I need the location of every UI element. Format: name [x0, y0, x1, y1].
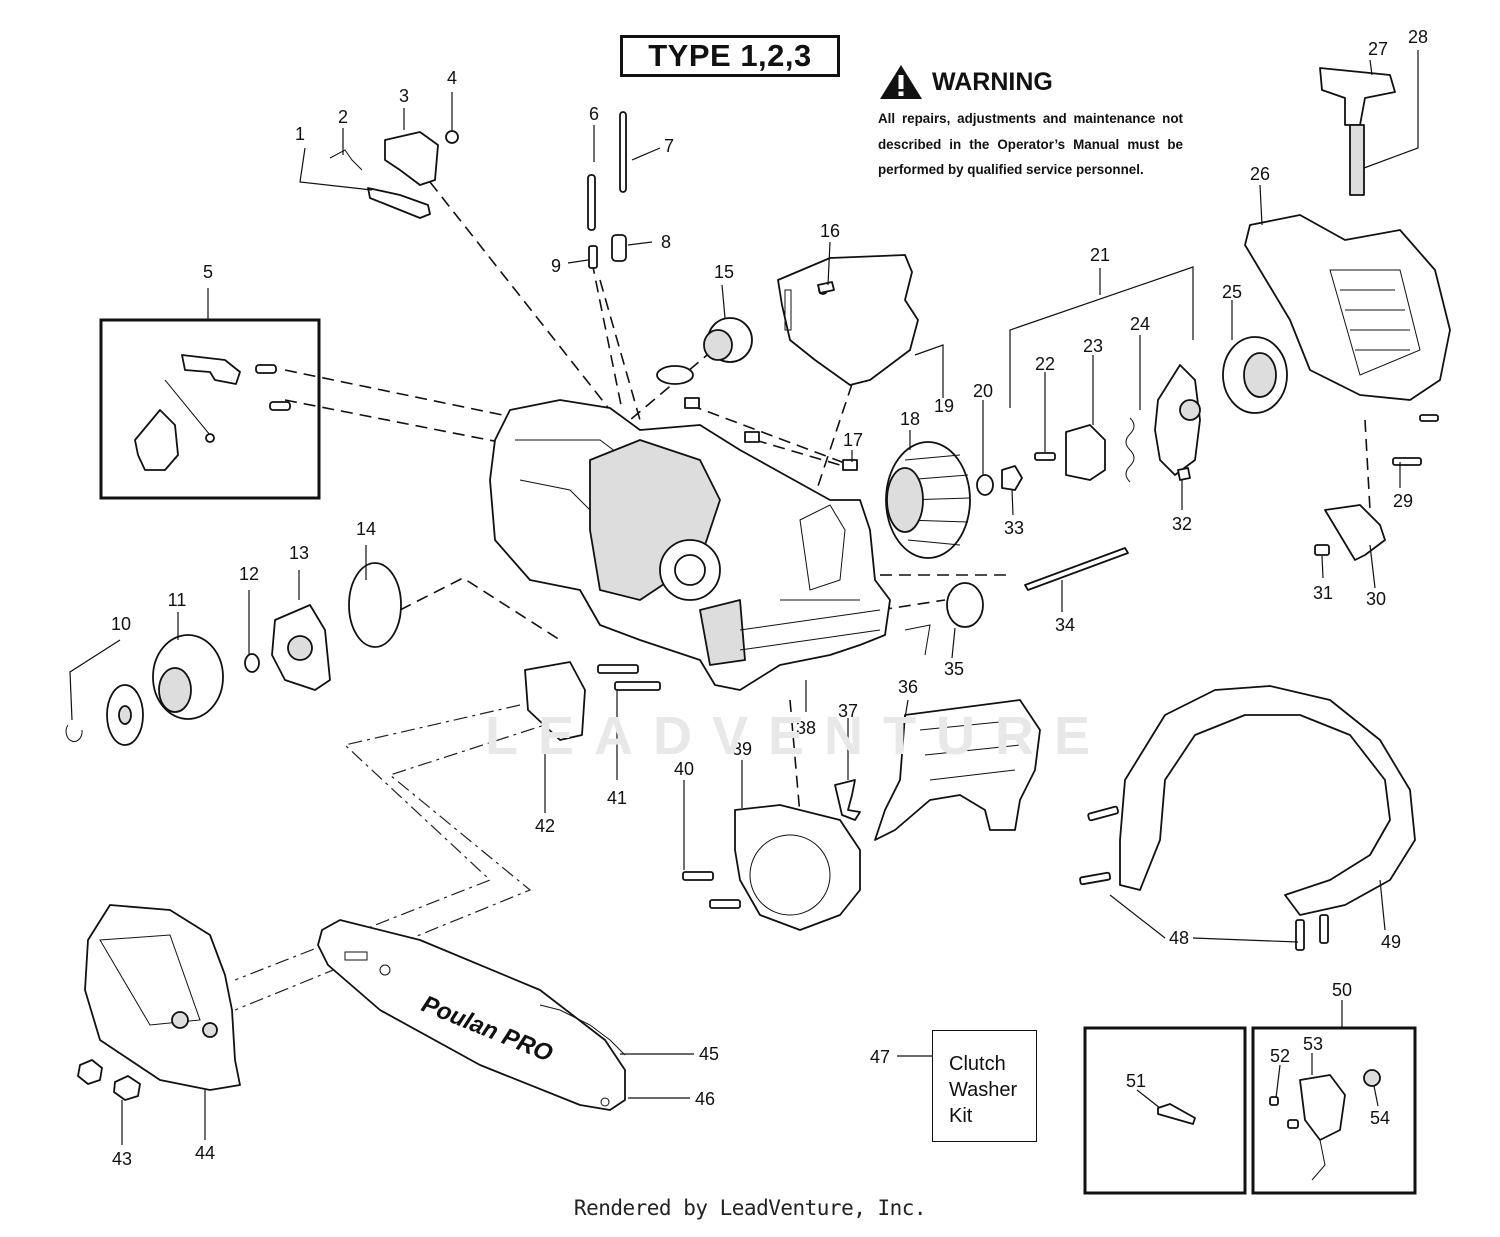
callout-48: 48 — [1169, 928, 1189, 948]
warning-text: All repairs, adjustments and maintenance… — [878, 111, 1183, 177]
warning-panel: WARNING All repairs, adjustments and mai… — [878, 62, 1183, 183]
callout-7: 7 — [664, 136, 674, 156]
callout-labels: 1 2 3 4 5 6 7 8 9 10 11 12 13 14 15 16 1… — [111, 27, 1428, 1169]
callout-26: 26 — [1250, 164, 1270, 184]
footer-credit: Rendered by LeadVenture, Inc. — [573, 1196, 927, 1220]
callout-23: 23 — [1083, 336, 1103, 356]
callout-39: 39 — [732, 739, 752, 759]
callout-28: 28 — [1408, 27, 1428, 47]
clutch-kit-line-2: Washer — [949, 1079, 1018, 1101]
parts-45-46: Poulan PRO — [317, 919, 626, 1111]
callout-51: 51 — [1126, 1071, 1146, 1091]
callout-45: 45 — [699, 1044, 719, 1064]
callout-17: 17 — [843, 430, 863, 450]
callout-52: 52 — [1270, 1046, 1290, 1066]
callout-29: 29 — [1393, 491, 1413, 511]
parts-10-14 — [65, 562, 402, 746]
callout-46: 46 — [695, 1089, 715, 1109]
callout-30: 30 — [1366, 589, 1386, 609]
callout-5: 5 — [203, 262, 213, 282]
callout-35: 35 — [944, 659, 964, 679]
inset-boxes-50-51 — [1083, 1026, 1417, 1195]
callout-27: 27 — [1368, 39, 1388, 59]
callout-37: 37 — [838, 701, 858, 721]
callout-1: 1 — [295, 124, 305, 144]
callout-8: 8 — [661, 232, 671, 252]
callout-42: 42 — [535, 816, 555, 836]
pins-6-9 — [587, 111, 627, 269]
clutch-washer-kit-box: Clutch Washer Kit — [932, 1030, 1037, 1142]
parts-1-4 — [329, 130, 459, 219]
callout-36: 36 — [898, 677, 918, 697]
leader-lines — [69, 50, 1419, 1145]
part-19 — [777, 254, 919, 386]
callout-12: 12 — [239, 564, 259, 584]
parts-27-28 — [1319, 67, 1396, 196]
callout-19: 19 — [934, 396, 954, 416]
callout-6: 6 — [589, 104, 599, 124]
callout-3: 3 — [399, 86, 409, 106]
callout-43: 43 — [112, 1149, 132, 1169]
callout-33: 33 — [1004, 518, 1024, 538]
parts-43-44 — [77, 904, 241, 1101]
watermark: LEADVENTURE — [485, 706, 1111, 766]
callout-20: 20 — [973, 381, 993, 401]
callout-24: 24 — [1130, 314, 1150, 334]
callout-15: 15 — [714, 262, 734, 282]
clutch-kit-line-1: Clutch — [949, 1053, 1006, 1075]
callout-11: 11 — [168, 590, 187, 610]
warning-triangle-icon — [880, 65, 922, 99]
parts-41-42 — [524, 661, 661, 741]
parts-16-17 — [684, 281, 858, 471]
callout-25: 25 — [1222, 282, 1242, 302]
part-36 — [874, 699, 1041, 841]
callout-14: 14 — [356, 519, 376, 539]
callout-31: 31 — [1313, 583, 1333, 603]
warning-header: WARNING — [878, 62, 1183, 102]
callout-16: 16 — [820, 221, 840, 241]
callout-22: 22 — [1035, 354, 1055, 374]
clutch-kit-line-3: Kit — [949, 1105, 973, 1127]
engine-housing — [489, 399, 891, 691]
callout-54: 54 — [1370, 1108, 1390, 1128]
parts-29-32 — [1177, 414, 1439, 561]
callout-53: 53 — [1303, 1034, 1323, 1054]
callout-18: 18 — [900, 409, 920, 429]
parts-21-24 — [1065, 364, 1201, 483]
parts-37-40 — [682, 779, 861, 931]
callout-38: 38 — [796, 718, 816, 738]
callout-21: 21 — [1090, 245, 1110, 265]
parts-20-22-33 — [976, 452, 1056, 496]
callout-47: 47 — [870, 1047, 890, 1067]
type-label-box: TYPE 1,2,3 — [620, 35, 840, 77]
part-18-flywheel — [885, 441, 971, 559]
type-label: TYPE 1,2,3 — [648, 38, 812, 73]
callout-9: 9 — [551, 256, 561, 276]
callout-32: 32 — [1172, 514, 1192, 534]
callout-44: 44 — [195, 1143, 215, 1163]
part-15 — [656, 317, 753, 385]
callout-40: 40 — [674, 759, 694, 779]
parts-25-26 — [1222, 214, 1451, 414]
callout-13: 13 — [289, 543, 309, 563]
parts-48-49 — [1079, 685, 1416, 951]
inset-box-5 — [99, 318, 321, 500]
callout-10: 10 — [111, 614, 131, 634]
parts-34-35 — [904, 547, 1129, 656]
callout-4: 4 — [447, 68, 457, 88]
callout-2: 2 — [338, 107, 348, 127]
callout-41: 41 — [607, 788, 627, 808]
callout-49: 49 — [1381, 932, 1401, 952]
warning-title: WARNING — [932, 67, 1053, 96]
callout-50: 50 — [1332, 980, 1352, 1000]
callout-34: 34 — [1055, 615, 1075, 635]
